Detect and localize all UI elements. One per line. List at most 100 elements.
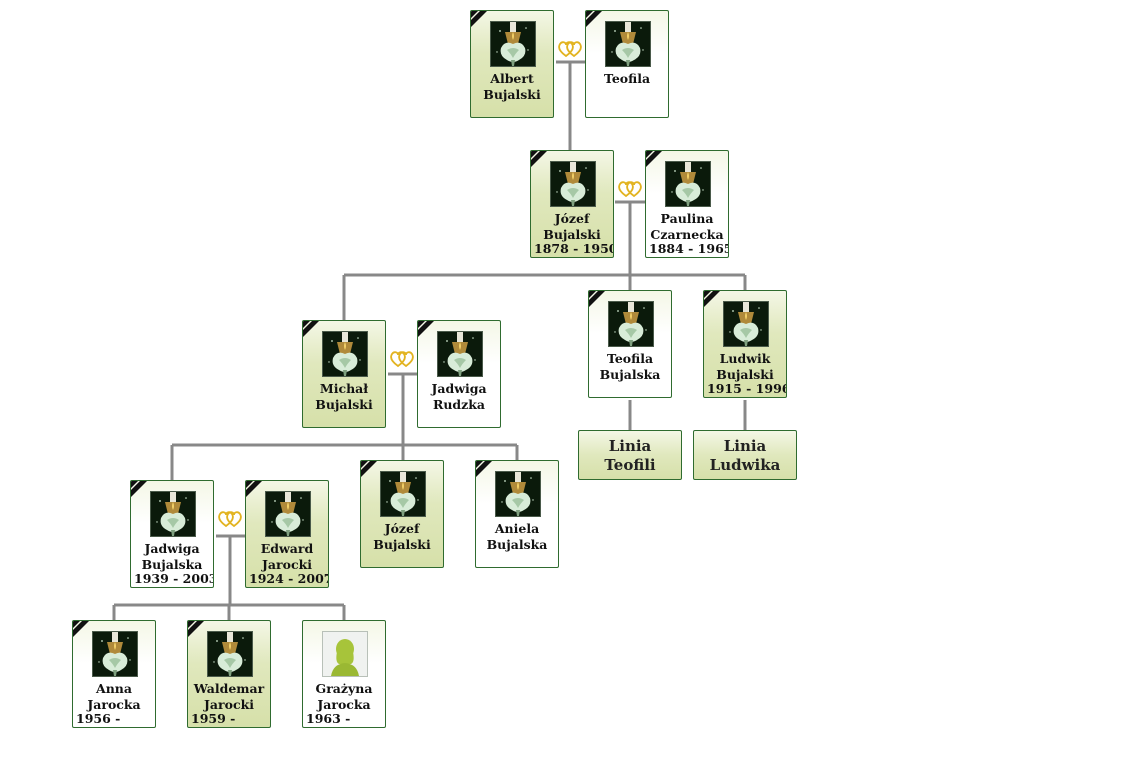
candle-photo (207, 631, 253, 677)
person-name-line: Anna (96, 681, 132, 696)
person-dates: 1939 - 2003 (134, 571, 214, 586)
candle-photo (550, 161, 596, 207)
person-name-line: Bujalski (315, 397, 373, 412)
person-dates: 1884 - 1965 (649, 241, 729, 256)
person-dates: 1915 - 1996 (707, 381, 787, 396)
candle-photo (437, 331, 483, 377)
person-name-line: Jarocka (87, 697, 141, 712)
person-name-line: Paulina (660, 211, 714, 226)
lineage-link-label: Teofili (604, 456, 656, 474)
lineage-link-label: Linia (723, 437, 767, 455)
person-name: Teofila (586, 71, 668, 87)
person-name-line: Józef (384, 521, 420, 536)
person-name-line: Józef (554, 211, 590, 226)
person-name-line: Bujalski (483, 87, 541, 102)
candle-photo (495, 471, 541, 517)
person-name-line: Michał (319, 381, 369, 396)
mourning-ribbon-icon (303, 321, 319, 337)
mourning-ribbon-icon (418, 321, 434, 337)
candle-photo (150, 491, 196, 537)
person-dates: 1924 - 2007 (249, 571, 329, 586)
marriage-hearts-icon[interactable] (389, 350, 415, 368)
lineage-link-label: Linia (608, 437, 652, 455)
person-name-line: Aniela (494, 521, 540, 536)
person-name-line: Jarocki (262, 557, 312, 572)
mourning-ribbon-icon (73, 621, 89, 637)
person-name-line: Ludwik (719, 351, 771, 366)
person-name-line: Albert (490, 71, 534, 86)
marriage-hearts-icon[interactable] (617, 180, 643, 198)
person-name-line: Grażyna (315, 681, 373, 696)
marriage-hearts-icon[interactable] (217, 510, 243, 528)
person-name-line: Teofila (603, 71, 651, 86)
person-name-line: Rudzka (432, 397, 486, 412)
person-name-line: Bujalski (543, 227, 601, 242)
mourning-ribbon-icon (531, 151, 547, 167)
mourning-ribbon-icon (589, 291, 605, 307)
candle-photo (608, 301, 654, 347)
person-name-line: Bujalska (599, 367, 661, 382)
person-dates: 1959 - (191, 711, 236, 726)
mourning-ribbon-icon (131, 481, 147, 497)
mourning-ribbon-icon (361, 461, 377, 477)
marriage-hearts-icon[interactable] (557, 40, 583, 58)
candle-photo (322, 331, 368, 377)
candle-photo (723, 301, 769, 347)
mourning-ribbon-icon (586, 11, 602, 27)
person-dates: 1956 - (76, 711, 121, 726)
mourning-ribbon-icon (646, 151, 662, 167)
silhouette-icon (322, 631, 368, 677)
person-name-line: Bujalska (486, 537, 548, 552)
mourning-ribbon-icon (188, 621, 204, 637)
person-name-line: Jarocki (204, 697, 254, 712)
mourning-ribbon-icon (476, 461, 492, 477)
person-dates: 1963 - (306, 711, 351, 726)
mourning-ribbon-icon (471, 11, 487, 27)
person-name-line: Bujalski (373, 537, 431, 552)
person-name-line: Czarnecka (650, 227, 724, 242)
candle-photo (92, 631, 138, 677)
candle-photo (665, 161, 711, 207)
person-name-line: Jadwiga (144, 541, 200, 556)
lineage-link-label: Ludwika (709, 456, 781, 474)
person-name-line: Teofila (606, 351, 654, 366)
mourning-ribbon-icon (704, 291, 720, 307)
person-card-teofila-sr[interactable]: Teofila (585, 10, 669, 118)
person-name-line: Bujalska (141, 557, 203, 572)
candle-photo (380, 471, 426, 517)
person-name-line: Waldemar (193, 681, 265, 696)
candle-photo (265, 491, 311, 537)
person-name-line: Edward (260, 541, 314, 556)
person-name-line: Jarocka (317, 697, 371, 712)
candle-photo (490, 21, 536, 67)
